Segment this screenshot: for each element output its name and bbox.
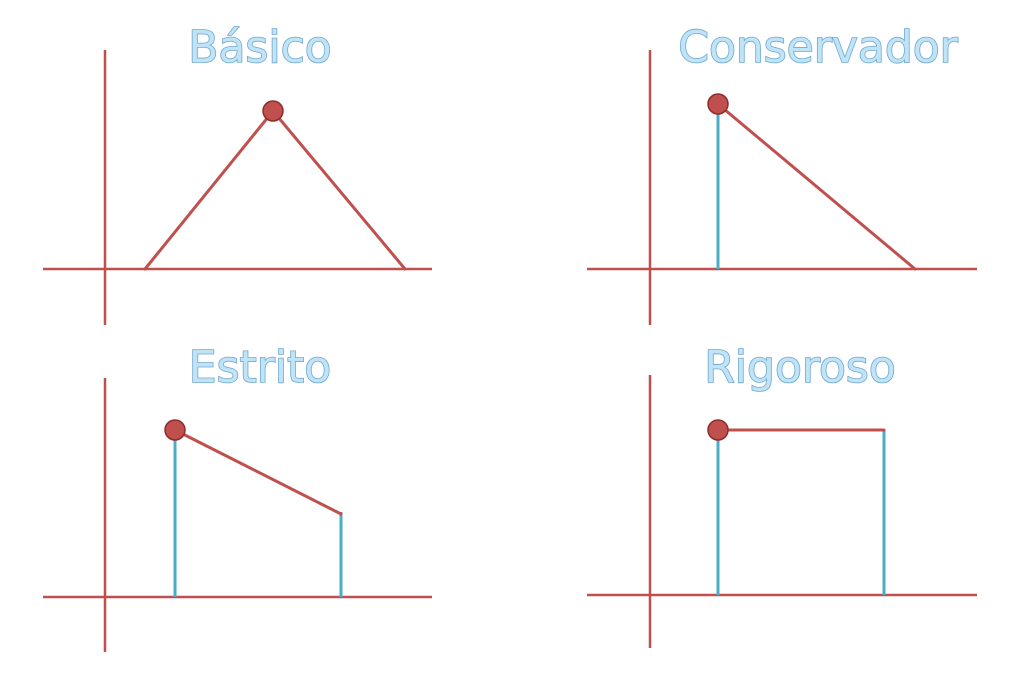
peak-point-basico bbox=[262, 100, 284, 122]
panel-basico: Básico bbox=[43, 21, 432, 325]
panel-title-estrito: Estrito bbox=[189, 342, 331, 393]
curve-conservador bbox=[716, 102, 917, 271]
peak-point-estrito bbox=[164, 419, 186, 441]
peak-point-conservador bbox=[707, 93, 729, 115]
curve-basico bbox=[143, 109, 407, 271]
panel-rigoroso: Rigoroso bbox=[587, 341, 977, 648]
panel-title-rigoroso: Rigoroso bbox=[704, 342, 896, 393]
panel-estrito: Estrito bbox=[43, 341, 432, 652]
peak-point-rigoroso bbox=[707, 419, 729, 441]
panel-conservador: Conservador bbox=[587, 21, 977, 325]
panel-title-conservador: Conservador bbox=[678, 22, 958, 73]
curve-estrito bbox=[173, 428, 343, 516]
panel-title-basico: Básico bbox=[188, 22, 331, 73]
